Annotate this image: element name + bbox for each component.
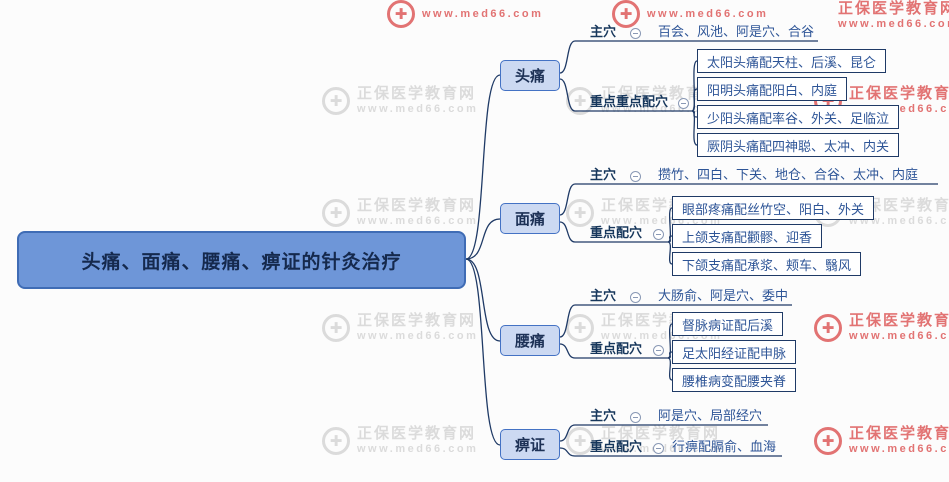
collapse-icon[interactable]	[653, 345, 664, 356]
branch-topic-lumbago[interactable]: 腰痛	[500, 325, 560, 356]
leaf-topic[interactable]: 腰椎病变配腰夹脊	[672, 368, 797, 392]
group-label-key-pairing-points[interactable]: 重点配穴	[590, 341, 643, 356]
group-label-key-pairing-points[interactable]: 重点配穴	[590, 225, 643, 240]
root-topic[interactable]: 头痛、面痛、腰痛、痹证的针灸治疗	[17, 231, 466, 289]
collapse-icon[interactable]	[630, 412, 641, 423]
group-label-key-pairing-points[interactable]: 重点配穴	[590, 439, 643, 454]
leaf-topic[interactable]: 行痹配膈俞、血海	[672, 439, 777, 454]
leaf-topic[interactable]: 上颌支痛配颧髎、迎香	[672, 224, 823, 248]
leaf-topic[interactable]: 阳明头痛配阳白、内庭	[697, 77, 848, 101]
leaf-topic[interactable]: 眼部疼痛配丝竹空、阳白、外关	[672, 196, 875, 220]
collapse-icon[interactable]	[630, 292, 641, 303]
branch-topic-headache[interactable]: 头痛	[500, 60, 560, 91]
leaf-topic[interactable]: 足太阳经证配申脉	[672, 340, 797, 364]
leaf-topic[interactable]: 攒竹、四白、下关、地仓、合谷、太冲、内庭	[658, 167, 919, 182]
collapse-icon[interactable]	[653, 443, 664, 454]
collapse-icon[interactable]	[678, 98, 689, 109]
collapse-icon[interactable]	[630, 171, 641, 182]
leaf-topic[interactable]: 厥阴头痛配四神聪、太冲、内关	[697, 133, 900, 157]
leaf-topic[interactable]: 大肠俞、阿是穴、委中	[658, 288, 789, 303]
leaf-topic[interactable]: 阿是穴、局部经穴	[658, 408, 763, 423]
group-label-main-points[interactable]: 主穴	[590, 408, 617, 423]
leaf-topic[interactable]: 督脉病证配后溪	[672, 312, 784, 336]
collapse-icon[interactable]	[630, 28, 641, 39]
group-label-main-points[interactable]: 主穴	[590, 24, 617, 39]
group-label-main-points[interactable]: 主穴	[590, 288, 617, 303]
group-label-main-points[interactable]: 主穴	[590, 167, 617, 182]
leaf-topic[interactable]: 太阳头痛配天柱、后溪、昆仑	[697, 49, 887, 73]
branch-topic-bi-syndrome[interactable]: 痹证	[500, 429, 560, 460]
leaf-topic[interactable]: 下颌支痛配承浆、颊车、翳风	[672, 252, 862, 276]
collapse-icon[interactable]	[653, 229, 664, 240]
leaf-topic[interactable]: 少阳头痛配率谷、外关、足临泣	[697, 105, 900, 129]
branch-topic-facial-pain[interactable]: 面痛	[500, 203, 560, 234]
leaf-topic[interactable]: 百会、风池、阿是穴、合谷	[658, 24, 815, 39]
group-label-key-pairing-points[interactable]: 重点重点配穴	[590, 94, 669, 109]
